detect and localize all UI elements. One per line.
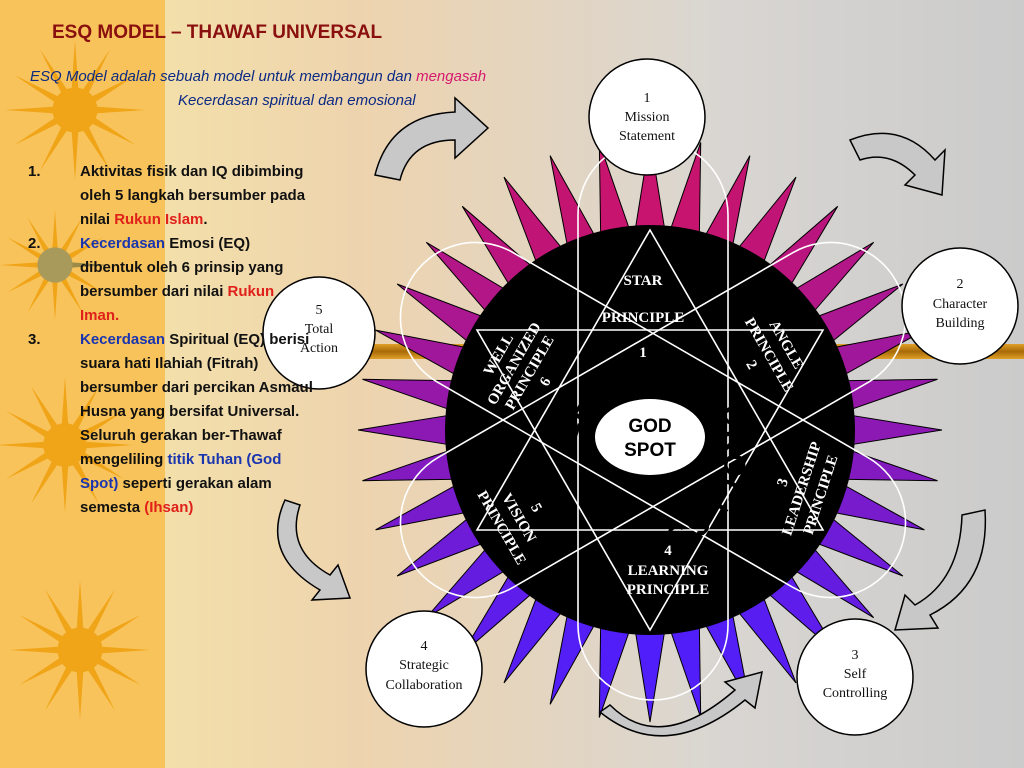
sun-ray [0,262,39,268]
svg-text:2: 2 [957,277,964,292]
sun-ray [40,126,68,171]
sun-icon [5,40,145,180]
node-mission-statement: 1 Mission Statement [588,58,706,176]
sun-ray [87,666,115,711]
svg-text:4: 4 [421,639,428,654]
svg-text:1: 1 [639,345,647,361]
svg-text:5: 5 [316,303,323,318]
sun-ray [31,460,58,504]
svg-text:4: 4 [664,543,672,559]
sun-core [52,87,98,133]
god-spot-ellipse [595,399,705,475]
svg-text:1: 1 [644,91,651,106]
points-list: 1.Aktivitas fisik dan IQ dibimbing oleh … [28,160,313,520]
svg-text:Statement: Statement [619,129,675,144]
sun-ray [19,615,64,643]
sun-ray [45,666,73,711]
svg-text:Building: Building [935,316,984,331]
sun-icon [0,210,110,320]
sun-ray [82,126,110,171]
star-principle: STAR PRINCIPLE 1 [602,273,685,361]
svg-text:Action: Action [300,341,338,356]
learning-principle: 4 LEARNING PRINCIPLE [627,543,710,598]
svg-text:STAR: STAR [624,273,663,289]
sun-ray [95,106,145,114]
sun-ray [6,411,50,438]
node-strategic-collaboration: 4 Strategic Collaboration [365,610,483,728]
svg-text:Strategic: Strategic [399,658,449,673]
sun-ray [67,237,103,260]
curved-arrow-icon [276,96,987,737]
sun-ray [61,377,69,425]
sun-icon [0,377,133,513]
sun-ray [67,270,103,293]
sun-ray [40,49,68,94]
sun-ray [96,615,141,643]
svg-text:PRINCIPLE: PRINCIPLE [602,310,685,326]
sun-ray [14,117,59,145]
sun-ray [45,589,73,634]
sun-ray [27,217,50,253]
sun-ray [0,441,45,449]
god-label: GOD [628,416,671,437]
sun-ray [87,589,115,634]
svg-text:Total: Total [305,322,334,337]
sun-ray [72,460,99,504]
page-title: ESQ MODEL – THAWAF UNIVERSAL [52,22,383,43]
svg-text:PRINCIPLE: PRINCIPLE [627,582,710,598]
node-character-building: 2 Character Building [901,247,1019,365]
sun-ray [27,277,50,313]
node-self-controlling: 3 Self Controlling [796,618,914,736]
sun-ray [76,670,84,720]
subtitle-line-2: Kecerdasan spiritual dan emosional [178,92,416,109]
sun-ray [91,75,136,103]
sun-ray [71,262,110,268]
sun-ray [31,386,58,430]
svg-text:3: 3 [852,648,859,663]
sun-icon [10,580,150,720]
list-item: 2.Kecerdasan Emosi (EQ) dibentuk oleh 6 … [28,235,284,324]
sun-core [43,423,87,467]
sun-ray [52,210,58,249]
sun-ray [96,657,141,685]
sun-ray [7,237,43,260]
sun-ray [7,270,43,293]
spot-label: SPOT [624,440,676,461]
svg-text:Mission: Mission [624,110,669,125]
sun-ray [14,75,59,103]
sun-ray [80,411,124,438]
sun-ray [10,646,60,654]
sun-ray [85,441,133,449]
sun-ray [61,465,69,513]
svg-text:LEARNING: LEARNING [628,563,709,579]
svg-text:Controlling: Controlling [823,686,888,701]
sun-ray [19,657,64,685]
sun-ray [6,452,50,479]
sun-icon [0,40,150,720]
svg-text:Self: Self [844,667,867,682]
sun-ray [76,580,84,630]
sun-ray [71,40,79,90]
sun-ray [91,117,136,145]
sun-ray [5,106,55,114]
sun-ray [60,217,83,253]
svg-text:Character: Character [933,297,988,312]
sun-ray [60,277,83,313]
sun-ray [52,281,58,320]
subtitle-line-1: ESQ Model adalah sebuah model untuk memb… [30,68,487,85]
node-total-action: 5 Total Action [262,276,376,390]
sun-core [37,247,73,283]
list-item: 3.Kecerdasan Spiritual (EQ) berisi suara… [28,331,313,516]
sun-ray [72,386,99,430]
svg-text:Collaboration: Collaboration [386,678,463,693]
list-item: 1.Aktivitas fisik dan IQ dibimbing oleh … [28,163,306,228]
sun-ray [82,49,110,94]
hexagram-lines [475,228,825,632]
sun-ray [80,452,124,479]
sun-core [57,627,103,673]
sun-ray [71,130,79,180]
sun-ray [100,646,150,654]
